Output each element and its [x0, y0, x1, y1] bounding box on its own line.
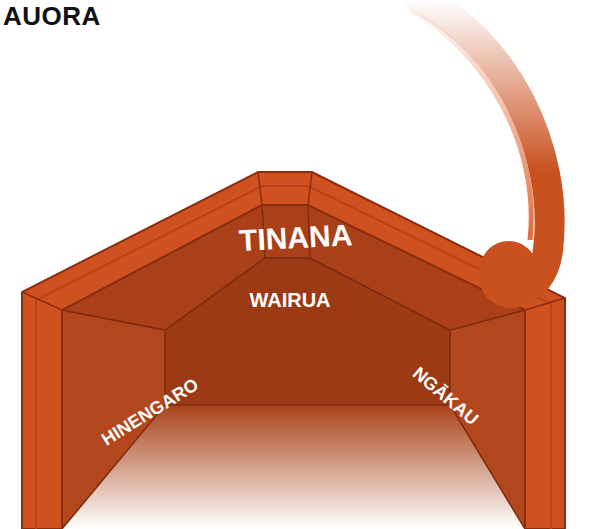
koru-band	[420, 0, 550, 293]
title: AUORA	[3, 3, 101, 29]
koru-stripe	[410, 10, 531, 240]
part-label: TINANA	[239, 220, 354, 256]
frame-edge	[36, 186, 551, 529]
part-label: WAIRUA	[249, 290, 330, 310]
apex-joint	[258, 172, 262, 205]
apex-joint	[308, 172, 312, 205]
corner-joint	[22, 292, 62, 310]
front-frame	[22, 172, 565, 529]
